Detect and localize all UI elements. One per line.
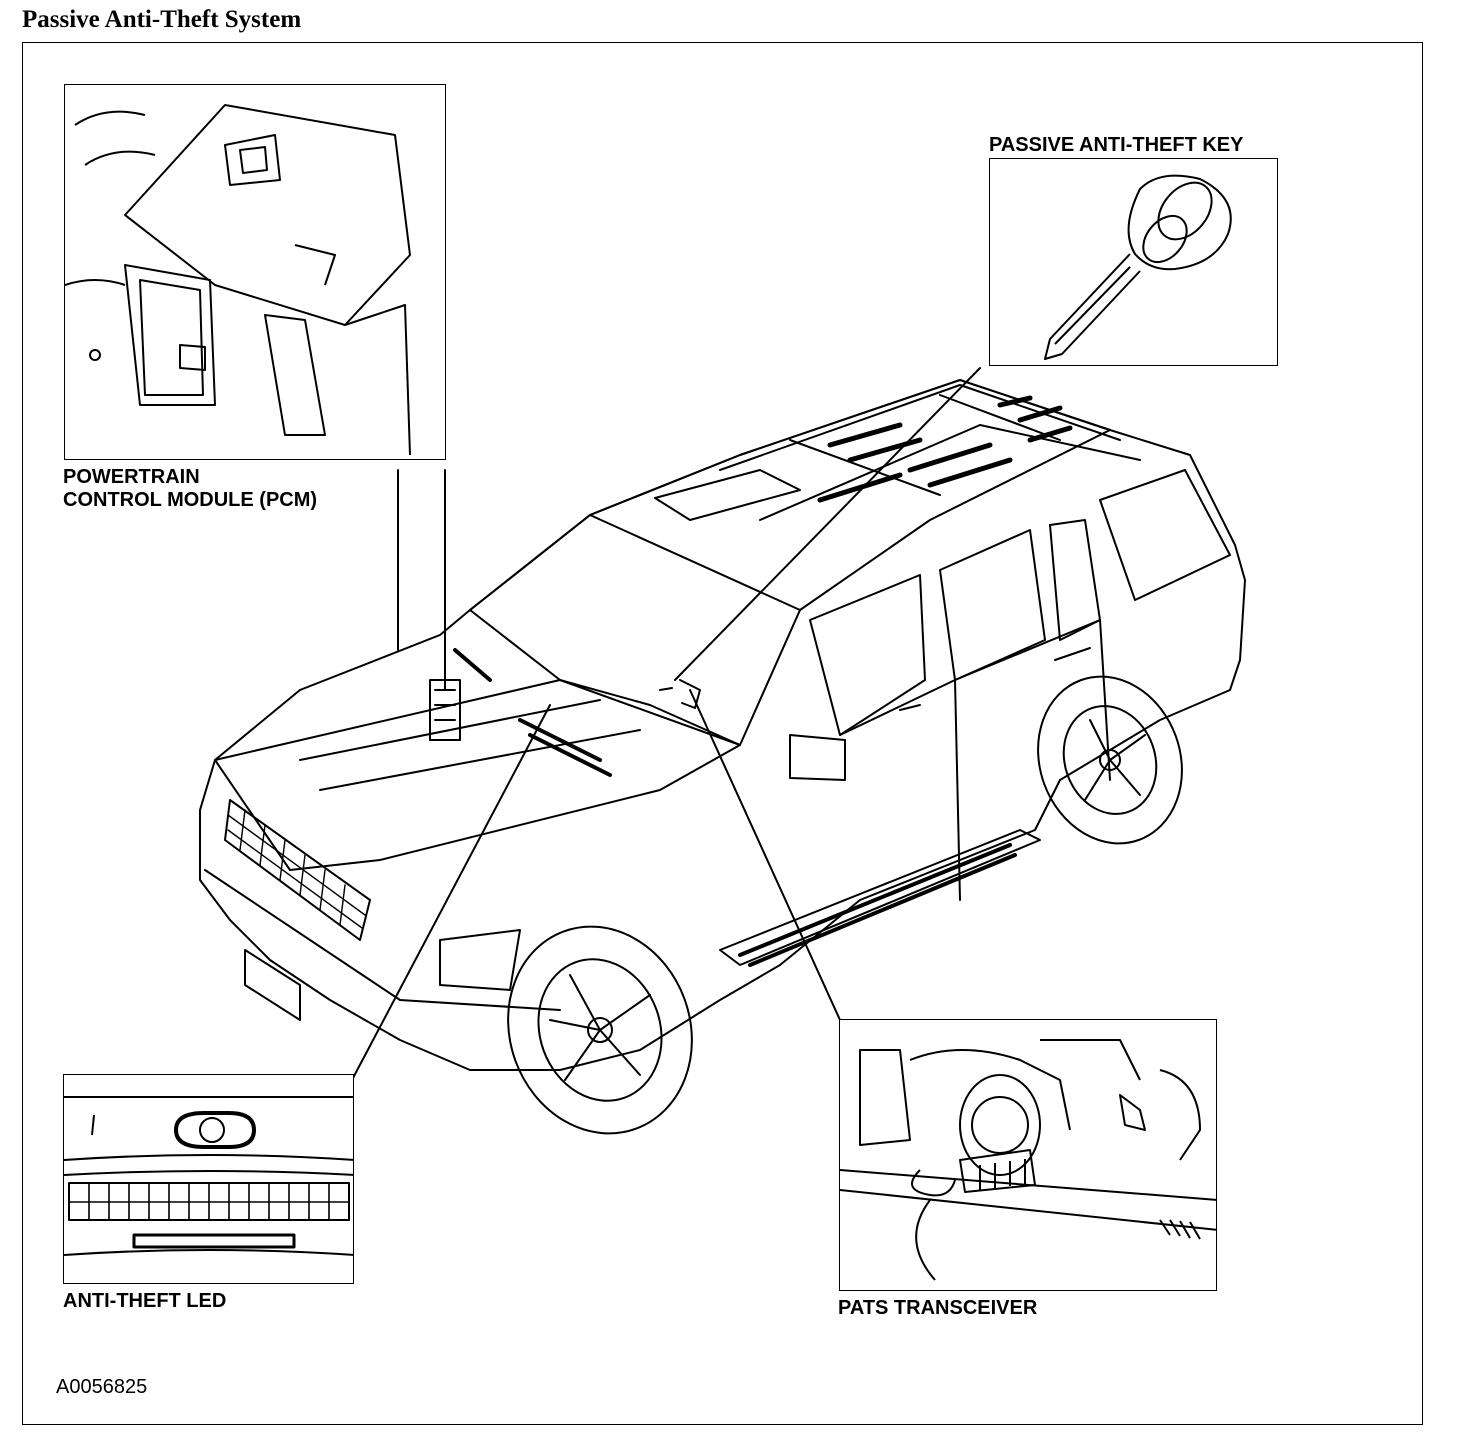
led-inset: [63, 1074, 354, 1284]
transceiver-label: PATS TRANSCEIVER: [838, 1297, 1038, 1319]
diagram-title: Passive Anti-Theft System: [22, 6, 302, 33]
transceiver-illustration: [840, 1039, 1216, 1281]
pcm-label-line1: POWERTRAIN: [63, 466, 200, 488]
transceiver-inset: [839, 1019, 1217, 1291]
pcm-inset: [64, 84, 446, 460]
key-illustration: [1044, 174, 1232, 360]
key-inset: [989, 158, 1278, 366]
figure-id: A0056825: [56, 1376, 148, 1398]
led-illustration: [64, 1096, 353, 1256]
pcm-illustration: [65, 104, 411, 456]
key-label: PASSIVE ANTI-THEFT KEY: [989, 134, 1244, 156]
diagram-frame: [22, 42, 1423, 1425]
led-label: ANTI-THEFT LED: [63, 1290, 227, 1312]
pcm-label-line2: CONTROL MODULE (PCM): [63, 489, 318, 511]
